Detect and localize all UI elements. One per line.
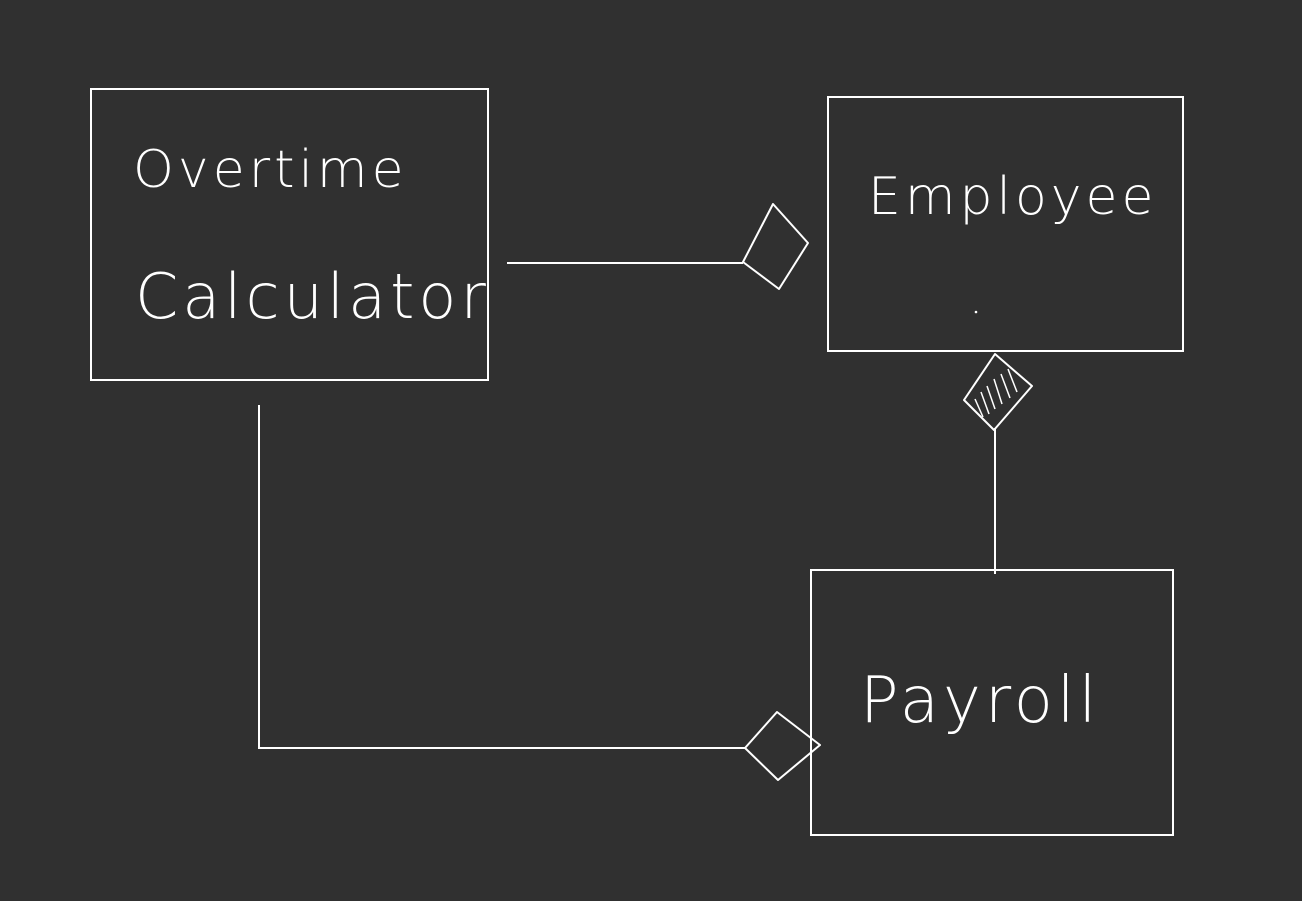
class-payroll-border bbox=[810, 569, 1174, 836]
relationship-overtime-calculator-to-payroll[interactable] bbox=[258, 405, 821, 781]
stray-dot-mark bbox=[974, 310, 978, 314]
association-line bbox=[258, 405, 745, 749]
relationship-payroll-to-employee[interactable] bbox=[963, 353, 1033, 574]
composition-hatching bbox=[974, 368, 1018, 418]
class-overtime-calculator-label-line1: Overtime bbox=[133, 140, 408, 200]
aggregation-diamond-icon bbox=[742, 203, 809, 290]
class-overtime-calculator-label-line2: Calculator bbox=[135, 260, 490, 333]
class-payroll-label: Payroll bbox=[860, 664, 1100, 738]
class-employee-label: Employee bbox=[868, 167, 1158, 227]
aggregation-diamond-icon bbox=[744, 711, 821, 781]
class-overtime-calculator[interactable]: Overtime Calculator bbox=[90, 88, 490, 381]
class-employee[interactable]: Employee bbox=[827, 96, 1184, 352]
class-overtime-calculator-border bbox=[90, 88, 489, 381]
class-payroll[interactable]: Payroll bbox=[810, 569, 1174, 836]
composition-diamond-icon bbox=[963, 353, 1033, 431]
class-employee-border bbox=[827, 96, 1184, 352]
relationship-overtime-calculator-to-employee[interactable] bbox=[507, 203, 809, 290]
